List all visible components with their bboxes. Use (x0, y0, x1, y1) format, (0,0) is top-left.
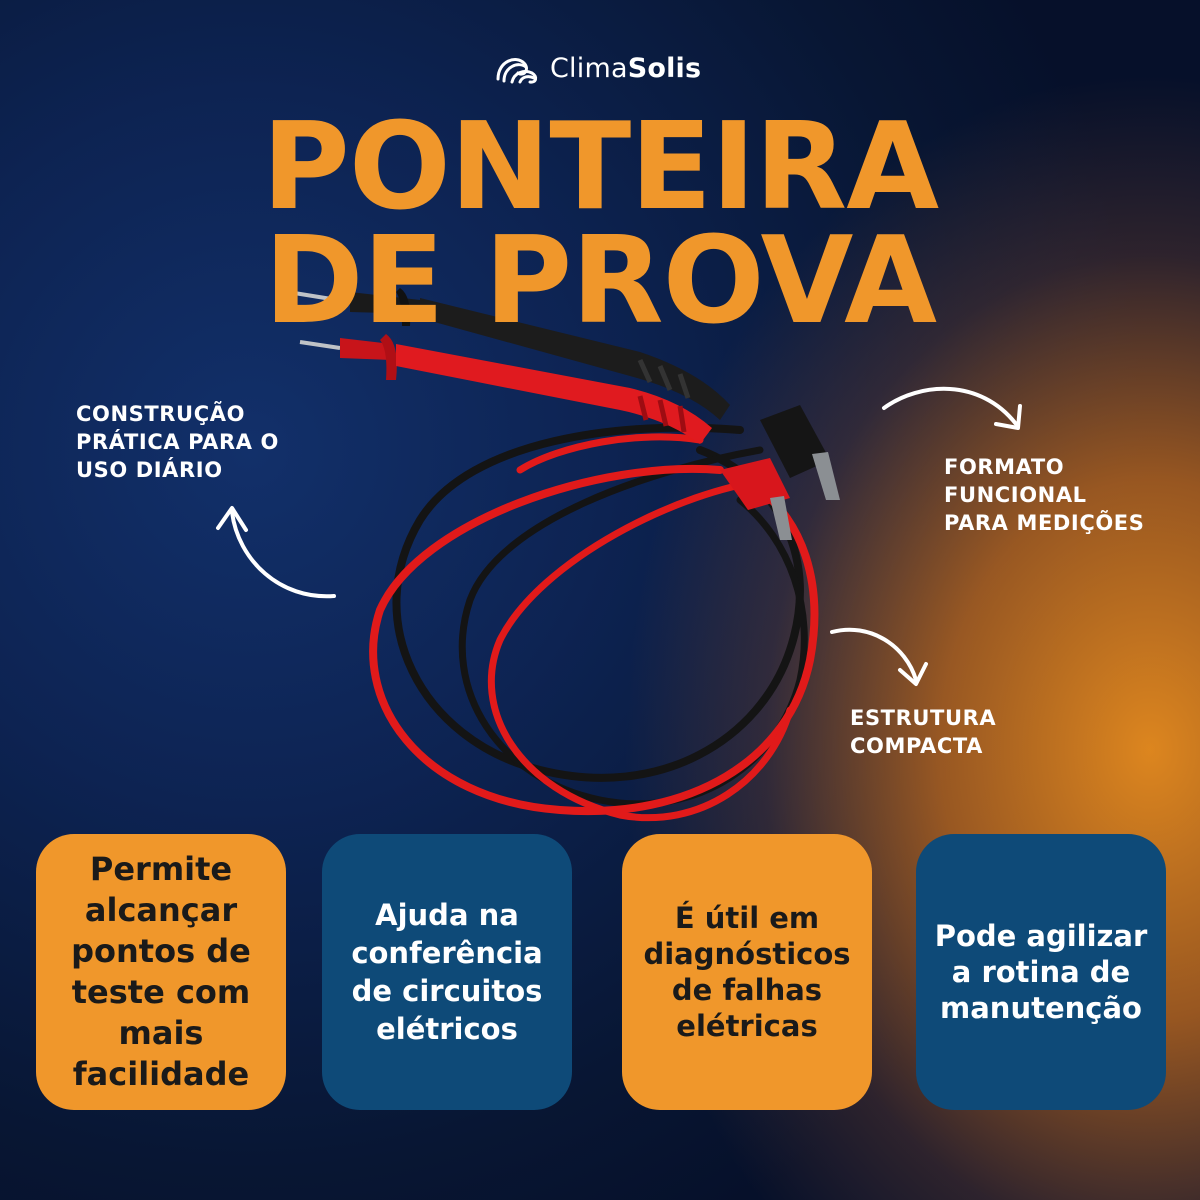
black-probe (287, 288, 730, 420)
benefit-card-diagnostics: É útil em diagnósticos de falhas elétric… (622, 834, 872, 1110)
brand-logo: ClimaSolis (494, 48, 701, 88)
benefit-card-text: É útil em diagnósticos de falhas elétric… (643, 901, 851, 1043)
cable-coils (369, 423, 819, 822)
banana-plugs (720, 405, 840, 540)
curved-arrow-left-icon (216, 506, 336, 599)
title-line-1: PONTEIRA (261, 98, 939, 237)
benefit-card-text: Pode agilizar a rotina de manutenção (934, 919, 1148, 1025)
curved-arrow-right-icon (882, 386, 1022, 430)
title-line-2: DE PROVA (263, 212, 937, 351)
wave-swirl-icon (496, 58, 538, 84)
brand-name: ClimaSolis (550, 52, 702, 84)
benefit-card-text: Permite alcançar pontos de teste com mai… (71, 850, 251, 1093)
callout-format: FORMATO FUNCIONAL PARA MEDIÇÕES (944, 455, 1145, 535)
benefit-card-text: Ajuda na conferência de circuitos elétri… (351, 898, 543, 1046)
benefit-card-circuits: Ajuda na conferência de circuitos elétri… (322, 834, 572, 1110)
benefit-card-maintenance: Pode agilizar a rotina de manutenção (916, 834, 1166, 1110)
red-probe (299, 334, 712, 444)
curved-arrow-bottom-icon (830, 627, 928, 686)
callout-construction: CONSTRUÇÃO PRÁTICA PARA O USO DIÁRIO (76, 402, 279, 482)
benefit-card-reach: Permite alcançar pontos de teste com mai… (36, 834, 286, 1110)
callout-structure: ESTRUTURA COMPACTA (850, 706, 997, 758)
